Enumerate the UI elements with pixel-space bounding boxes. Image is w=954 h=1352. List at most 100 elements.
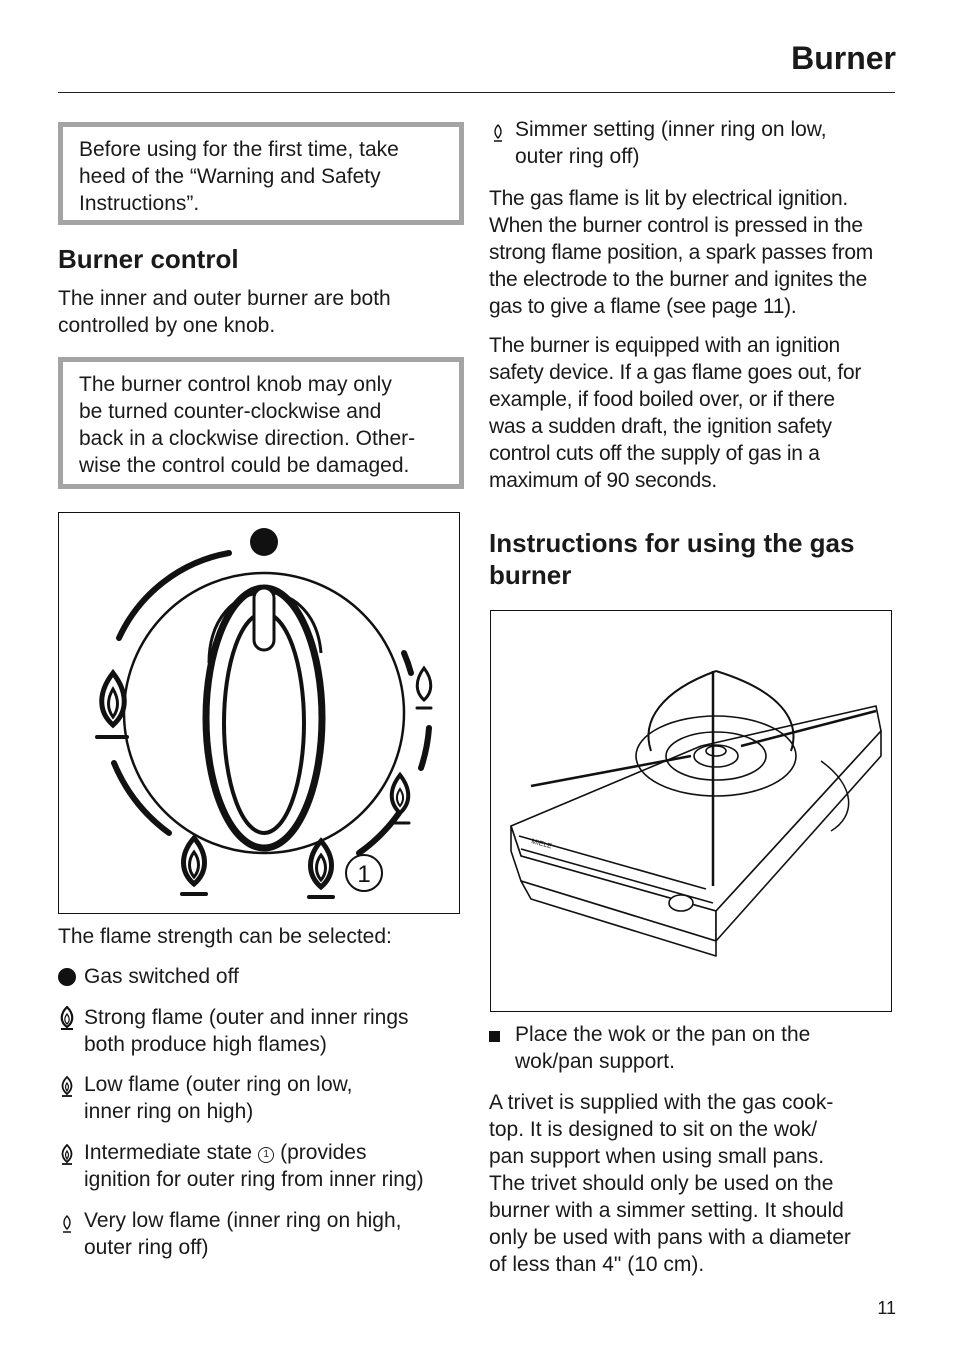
trivet-paragraph: A trivet is supplied with the gas cook- …: [489, 1089, 909, 1278]
text-line: The trivet should only be used on the: [489, 1172, 834, 1195]
legend-text: (provides: [280, 1141, 367, 1164]
dial-arc-left-low: [111, 760, 172, 836]
strong-flame-icon: [95, 668, 129, 739]
text-line: the electrode to the burner and ignites …: [489, 268, 868, 291]
legend-text: outer ring off): [515, 145, 640, 168]
page-title: Burner: [791, 40, 896, 76]
text-line: pan support when using small pans.: [489, 1145, 825, 1168]
legend-text: both produce high flames): [84, 1033, 327, 1056]
text-line: maximum of 90 seconds.: [489, 469, 717, 492]
text-line: strong flame position, a spark passes fr…: [489, 241, 874, 264]
warning-note-first-use: Before using for the first time, take he…: [58, 122, 464, 225]
knob-figure: 1: [58, 512, 460, 914]
text-line: of less than 4" (10 cm).: [489, 1253, 705, 1276]
low-flame-icon: [61, 1075, 73, 1097]
text-line: A trivet is supplied with the gas cook-: [489, 1091, 834, 1114]
warning-line: The burner control knob may only: [79, 373, 392, 396]
bullet-item-place-wok: Place the wok or the pan on the wok/pan …: [489, 1021, 899, 1077]
support-leg-left: [530, 754, 692, 788]
support-leg-right: [740, 709, 877, 748]
knob-indicator: [252, 586, 276, 652]
warning-line: back in a clockwise direction. Other-: [79, 427, 416, 450]
burner-cap: [705, 745, 727, 757]
legend-item-intermediate: Intermediate state 1 (provides ignition fo…: [58, 1139, 468, 1195]
text-line: The gas flame is lit by electrical ignit…: [489, 187, 848, 210]
dial-arc-right-mid: [418, 725, 432, 771]
legend-text: inner ring on high): [84, 1100, 254, 1123]
text-line: burner with a simmer setting. It should: [489, 1199, 844, 1222]
legend-item-very-low: Very low flame (inner ring on high, oute…: [58, 1207, 468, 1263]
text-line: The inner and outer burner are both: [58, 287, 391, 310]
filled-dot-icon: [58, 968, 76, 986]
legend-text: ignition for outer ring from inner ring): [84, 1168, 424, 1191]
support-arm: [715, 670, 795, 752]
legend-text: Simmer setting (inner ring on low,: [515, 118, 827, 141]
intermediate-marker-inline: 1: [258, 1147, 275, 1163]
text-line: only be used with pans with a diameter: [489, 1226, 851, 1249]
text-line: was a sudden draft, the ignition safety: [489, 415, 832, 438]
burner-control-intro: The inner and outer burner are both cont…: [58, 285, 468, 339]
very-low-flame-icon: [415, 665, 433, 710]
warning-line: Before using for the first time, take: [79, 138, 399, 161]
dial-arc-top-left: [116, 550, 232, 641]
knob-illustration: 1: [95, 528, 433, 899]
cooktop-base: [520, 880, 717, 957]
off-dot-icon: [250, 528, 278, 556]
page-number: 11: [877, 1298, 896, 1318]
support-arm: [647, 670, 717, 752]
warning-line: heed of the “Warning and Safety: [79, 165, 381, 188]
section-heading-burner-control: Burner control: [58, 244, 239, 274]
legend-item-off: Gas switched off: [58, 963, 468, 993]
legend-item-low: Low flame (outer ring on low, inner ring…: [58, 1071, 468, 1127]
legend-intro: The flame strength can be selected:: [58, 925, 392, 948]
dial-arc-right-low: [356, 810, 402, 856]
intermediate-flame-icon: [61, 1143, 73, 1165]
cooktop-side-edge: [715, 730, 882, 942]
text-line: gas to give a flame (see page 11).: [489, 295, 797, 318]
warning-note-knob-direction: The burner control knob may only be turn…: [58, 357, 464, 489]
control-strip: [518, 835, 714, 904]
support-rim: [820, 760, 850, 832]
text-line: safety device. If a gas flame goes out, …: [489, 361, 862, 384]
strong-flame-lower-icon: [180, 834, 208, 896]
warning-line: Instructions”.: [79, 192, 200, 215]
dial-arc-right: [401, 650, 414, 676]
text-line: control cuts off the supply of gas in a: [489, 442, 820, 465]
burner-mid-ring: [665, 731, 767, 781]
legend-text: Intermediate state: [84, 1141, 253, 1164]
burner-knob-icon: [668, 894, 694, 912]
text-line: top. It is designed to sit on the wok/: [489, 1118, 818, 1141]
heading-line: burner: [489, 560, 572, 590]
low-flame-icon: [389, 771, 411, 825]
bullet-text: Place the wok or the pan on the: [515, 1023, 811, 1046]
intermediate-marker-circle: [345, 854, 383, 892]
very-low-flame-icon: [63, 1215, 71, 1233]
intermediate-marker-label: 1: [357, 861, 370, 888]
legend-text: Strong flame (outer and inner rings: [84, 1006, 409, 1029]
simmer-flame-icon: [494, 124, 502, 142]
safety-paragraph: The burner is equipped with an ignition …: [489, 332, 909, 494]
legend-item-simmer: Simmer setting (inner ring on low, outer…: [489, 116, 899, 172]
legend-text: Low flame (outer ring on low,: [84, 1073, 353, 1096]
warning-line: be turned counter-clockwise and: [79, 400, 382, 423]
strong-flame-icon: [60, 1006, 74, 1030]
header-rule: [58, 92, 895, 93]
cooktop-figure: MIELE: [490, 610, 892, 1012]
legend-text: Very low flame (inner ring on high,: [84, 1209, 402, 1232]
ignition-paragraph: The gas flame is lit by electrical ignit…: [489, 185, 909, 320]
intermediate-flame-icon: [307, 837, 335, 899]
legend-text: outer ring off): [84, 1236, 209, 1259]
cooktop-illustration: MIELE: [510, 670, 882, 957]
legend-item-strong: Strong flame (outer and inner rings both…: [58, 1004, 468, 1060]
warning-line: wise the control could be damaged.: [79, 454, 410, 477]
text-line: controlled by one knob.: [58, 314, 276, 337]
section-heading-gas-burner: Instructions for using the gas burner: [489, 527, 909, 591]
legend-text: Gas switched off: [84, 965, 239, 988]
text-line: When the burner control is pressed in th…: [489, 214, 863, 237]
heading-line: Instructions for using the gas: [489, 528, 855, 558]
burner-outer-ring: [635, 715, 797, 797]
text-line: example, if food boiled over, or if ther…: [489, 388, 835, 411]
bullet-square-icon: [489, 1031, 500, 1042]
text-line: The burner is equipped with an ignition: [489, 334, 840, 357]
bullet-text: wok/pan support.: [515, 1050, 675, 1073]
